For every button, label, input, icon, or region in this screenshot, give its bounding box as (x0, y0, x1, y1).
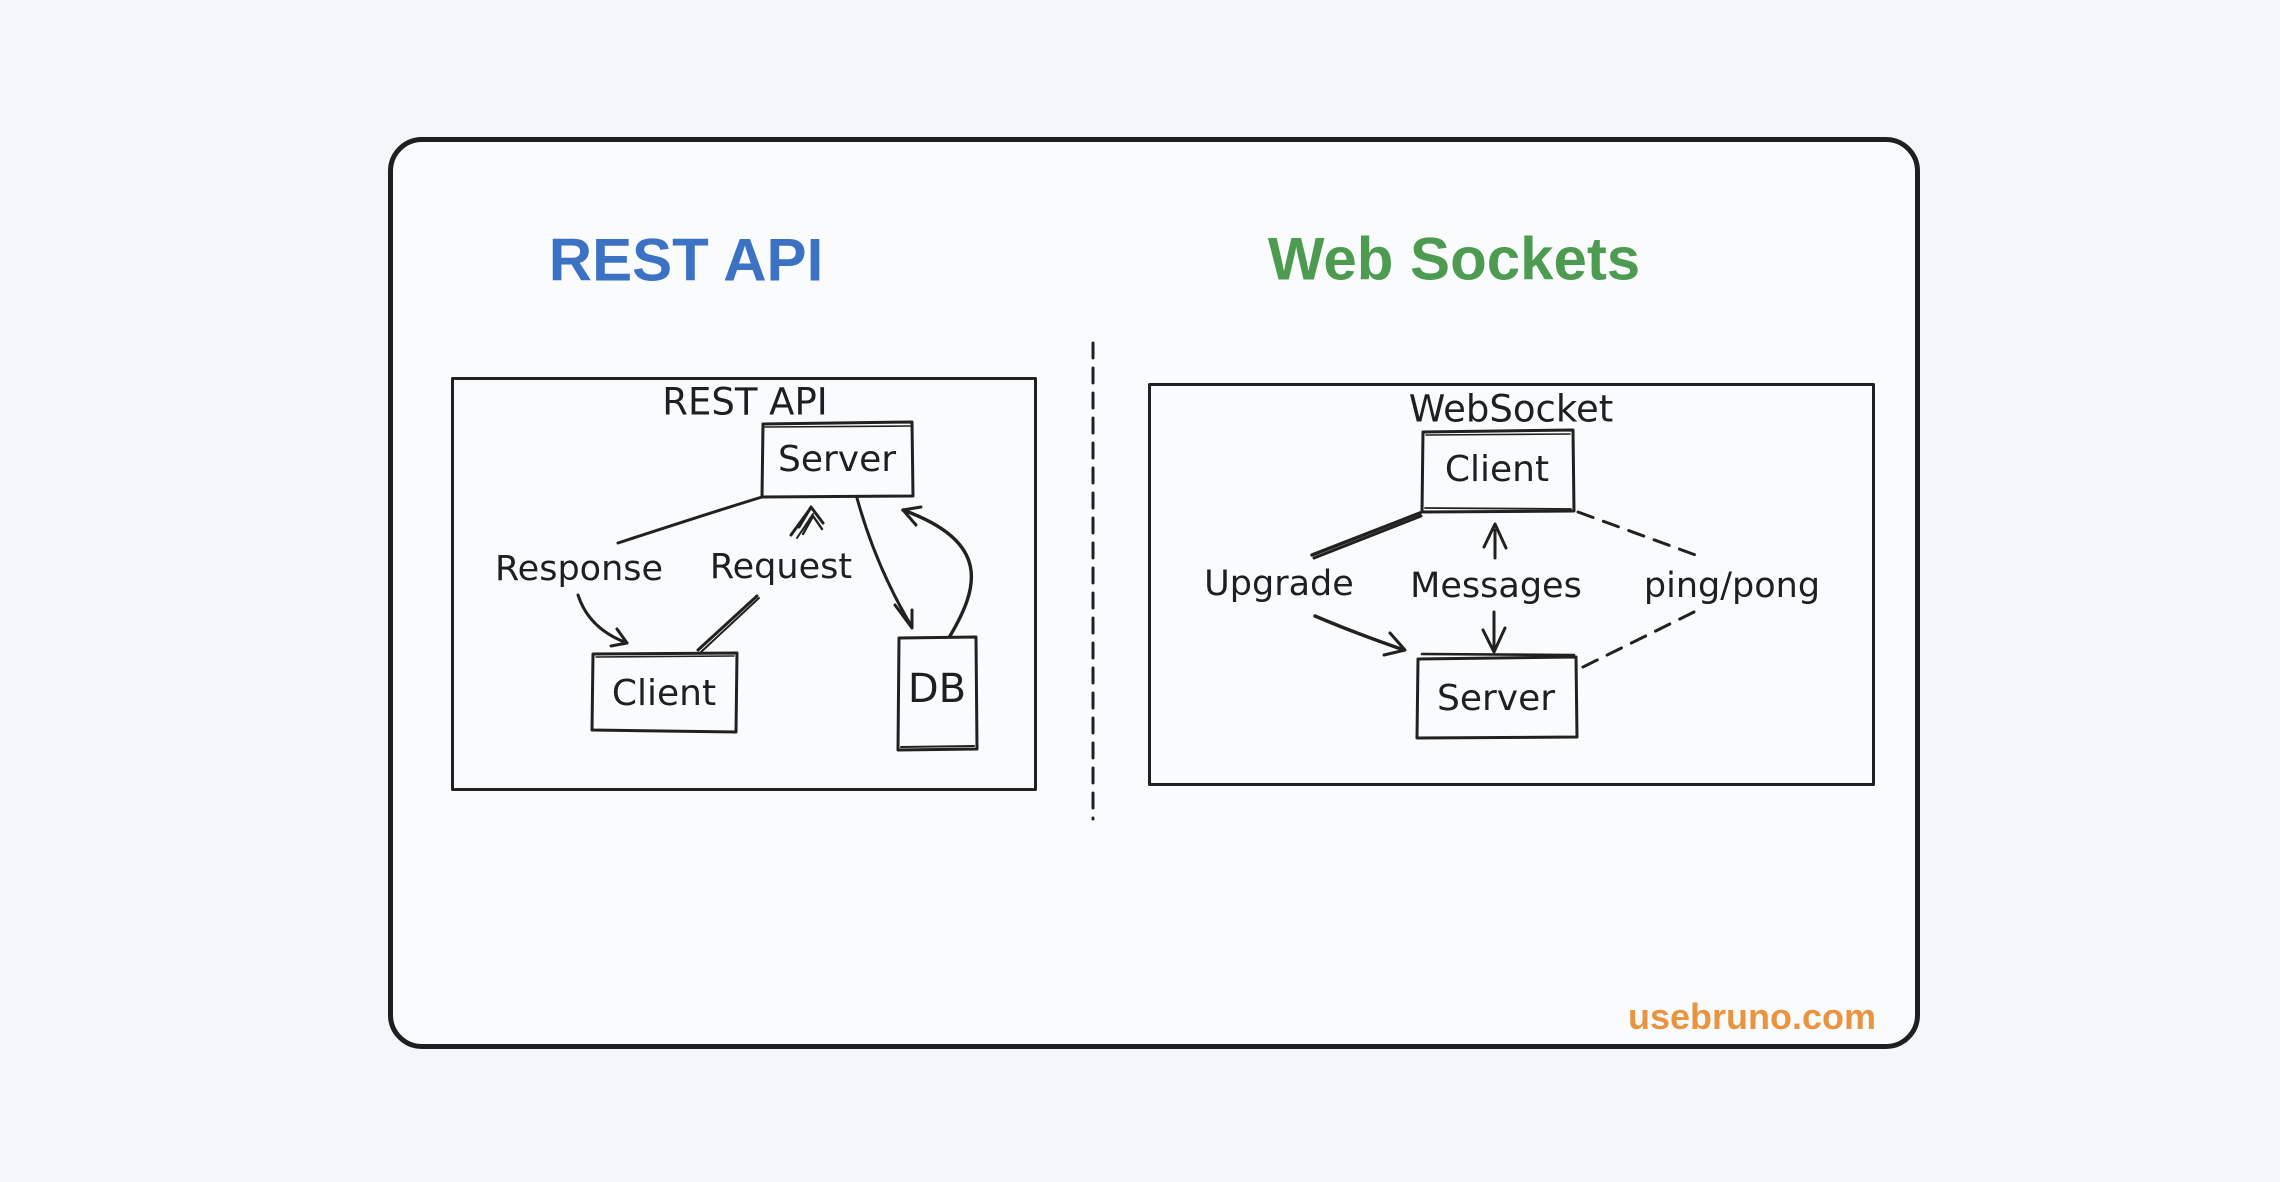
server-node-box (760, 420, 915, 499)
server-node-label: Server (778, 439, 896, 480)
ws-client-node-box (1420, 428, 1576, 514)
ws-client-node-box-sketch-stroke-top (1425, 433, 1571, 436)
ping-pong-label: ping/pong (1644, 566, 1820, 606)
messages-label: Messages (1410, 566, 1582, 606)
watermark: usebruno.com (1627, 996, 1876, 1037)
client-node-box (590, 651, 739, 734)
websocket-diagram: WebSocket Client Server Upgrade Messages… (1148, 383, 1875, 786)
db-node-box-sketch-stroke (900, 745, 975, 748)
request-arrow (789, 505, 825, 539)
server-to-db-arrow (855, 496, 914, 630)
request-label: Request (710, 547, 852, 587)
messages-down-arrow (1481, 610, 1507, 654)
response-arrow (576, 593, 629, 648)
websocket-diagram-title: WebSocket (1409, 388, 1614, 431)
response-label: Response (495, 549, 663, 589)
rest-api-header: REST API (548, 226, 824, 294)
db-to-server-arrow (901, 505, 974, 638)
db-node-label: DB (908, 666, 966, 712)
upgrade-arrow (1313, 614, 1407, 657)
rest-diagram-title: REST API (662, 381, 827, 424)
request-line (696, 594, 760, 653)
upgrade-label: Upgrade (1204, 564, 1354, 604)
rest-api-diagram: REST API Server Client DB Response Reque… (451, 377, 1037, 791)
upgrade-line (1310, 511, 1423, 560)
ws-server-node-label: Server (1437, 678, 1555, 719)
server-to-response-line (616, 495, 764, 545)
dashed-divider (1091, 341, 1095, 821)
ping-pong-dashed-line-upper (1576, 510, 1703, 559)
ws-client-node-label: Client (1445, 449, 1549, 490)
client-node-box-sketch-stroke (595, 655, 735, 658)
ws-server-node-box-sketch-stroke (1420, 652, 1576, 657)
ws-server-node-box (1415, 655, 1579, 740)
client-node-label: Client (612, 673, 716, 714)
ws-client-node-box-sketch-stroke-bottom (1424, 507, 1572, 510)
web-sockets-header: Web Sockets (1267, 225, 1641, 293)
websocket-diagram-border (1148, 383, 1875, 786)
messages-up-arrow (1482, 522, 1508, 560)
main-card (388, 137, 1920, 1049)
ping-pong-dashed-line-lower (1577, 610, 1696, 671)
server-node-box-sketch-stroke (764, 425, 911, 428)
rest-diagram-border (451, 377, 1037, 791)
